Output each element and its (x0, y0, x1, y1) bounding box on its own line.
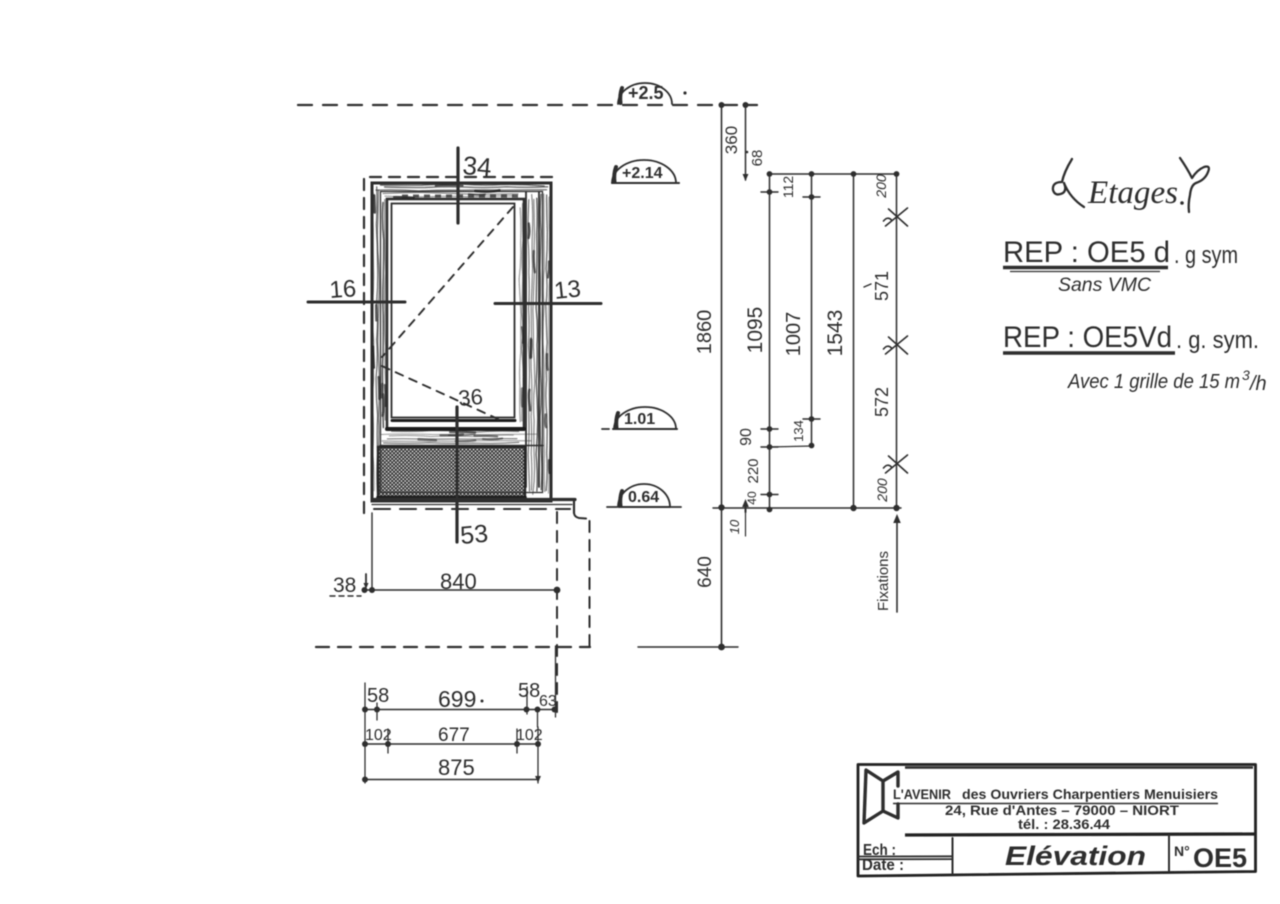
svg-text:REP : OE5 d: REP : OE5 d (1003, 236, 1170, 269)
svg-text:13: 13 (553, 275, 582, 305)
svg-text:OE5: OE5 (1193, 843, 1247, 873)
svg-text:102: 102 (365, 727, 392, 744)
svg-text:200: 200 (873, 174, 889, 199)
svg-text:58: 58 (518, 680, 540, 702)
svg-text:REP : OE5Vd: REP : OE5Vd (1003, 321, 1172, 354)
svg-text:. g. sym.: . g. sym. (1176, 327, 1259, 354)
svg-text:200: 200 (874, 478, 890, 503)
svg-text:875: 875 (438, 755, 475, 780)
svg-text:Elévation: Elévation (1005, 841, 1146, 871)
svg-text:58: 58 (367, 685, 389, 707)
svg-text:36: 36 (457, 384, 484, 411)
svg-text:34: 34 (461, 150, 492, 182)
svg-text:Avec 1 grille de 15 m: Avec 1 grille de 15 m (1067, 371, 1240, 393)
svg-text:63: 63 (539, 693, 557, 710)
svg-text:360: 360 (722, 126, 741, 154)
svg-text:1860: 1860 (694, 310, 716, 355)
svg-text:1.01: 1.01 (624, 411, 655, 428)
svg-text:134: 134 (791, 420, 806, 442)
svg-text:3: 3 (1242, 367, 1250, 383)
svg-text:16: 16 (329, 275, 358, 304)
svg-text:640: 640 (695, 556, 716, 588)
svg-text:53: 53 (459, 520, 489, 550)
svg-text:1007: 1007 (783, 312, 805, 357)
svg-text:90: 90 (738, 428, 755, 446)
svg-text:677: 677 (438, 725, 470, 746)
svg-text:24, Rue d'Antes – 79000 –: 24, Rue d'Antes – 79000 – NIORT (945, 802, 1179, 818)
svg-text:0.64: 0.64 (628, 489, 659, 506)
svg-text:38: 38 (333, 574, 356, 597)
svg-text:220: 220 (745, 458, 762, 483)
svg-text:tél. : 28.36.44: tél. : 28.36.44 (1018, 817, 1111, 832)
svg-text:+2.5: +2.5 (628, 83, 664, 103)
svg-text:+2.14: +2.14 (622, 165, 663, 182)
svg-text:des Ouvriers Charpentiers Menu: des Ouvriers Charpentiers Menuisiers (962, 786, 1218, 802)
svg-text:Date :: Date : (862, 857, 904, 874)
svg-text:Ech :: Ech : (863, 842, 896, 859)
svg-text:Fixations: Fixations (875, 551, 892, 611)
svg-text:L'AVENIR: L'AVENIR (893, 786, 951, 802)
svg-text:571: 571 (872, 271, 892, 301)
svg-text:572: 572 (872, 387, 892, 417)
svg-text:/h: /h (1248, 373, 1267, 395)
svg-text:68: 68 (749, 150, 766, 167)
svg-text:1095: 1095 (744, 307, 767, 354)
svg-text:1543: 1543 (824, 310, 847, 357)
svg-text:10: 10 (727, 519, 742, 534)
svg-text:699: 699 (438, 686, 476, 712)
svg-text:40: 40 (745, 491, 759, 505)
svg-text:Etages: Etages (1087, 175, 1178, 211)
svg-text:Sans VMC: Sans VMC (1058, 275, 1151, 296)
svg-text:N°: N° (1174, 843, 1190, 859)
svg-text:840: 840 (440, 569, 477, 594)
svg-text:. g sym: . g sym (1174, 242, 1238, 269)
svg-text:102: 102 (516, 727, 543, 744)
svg-text:112: 112 (780, 176, 796, 199)
